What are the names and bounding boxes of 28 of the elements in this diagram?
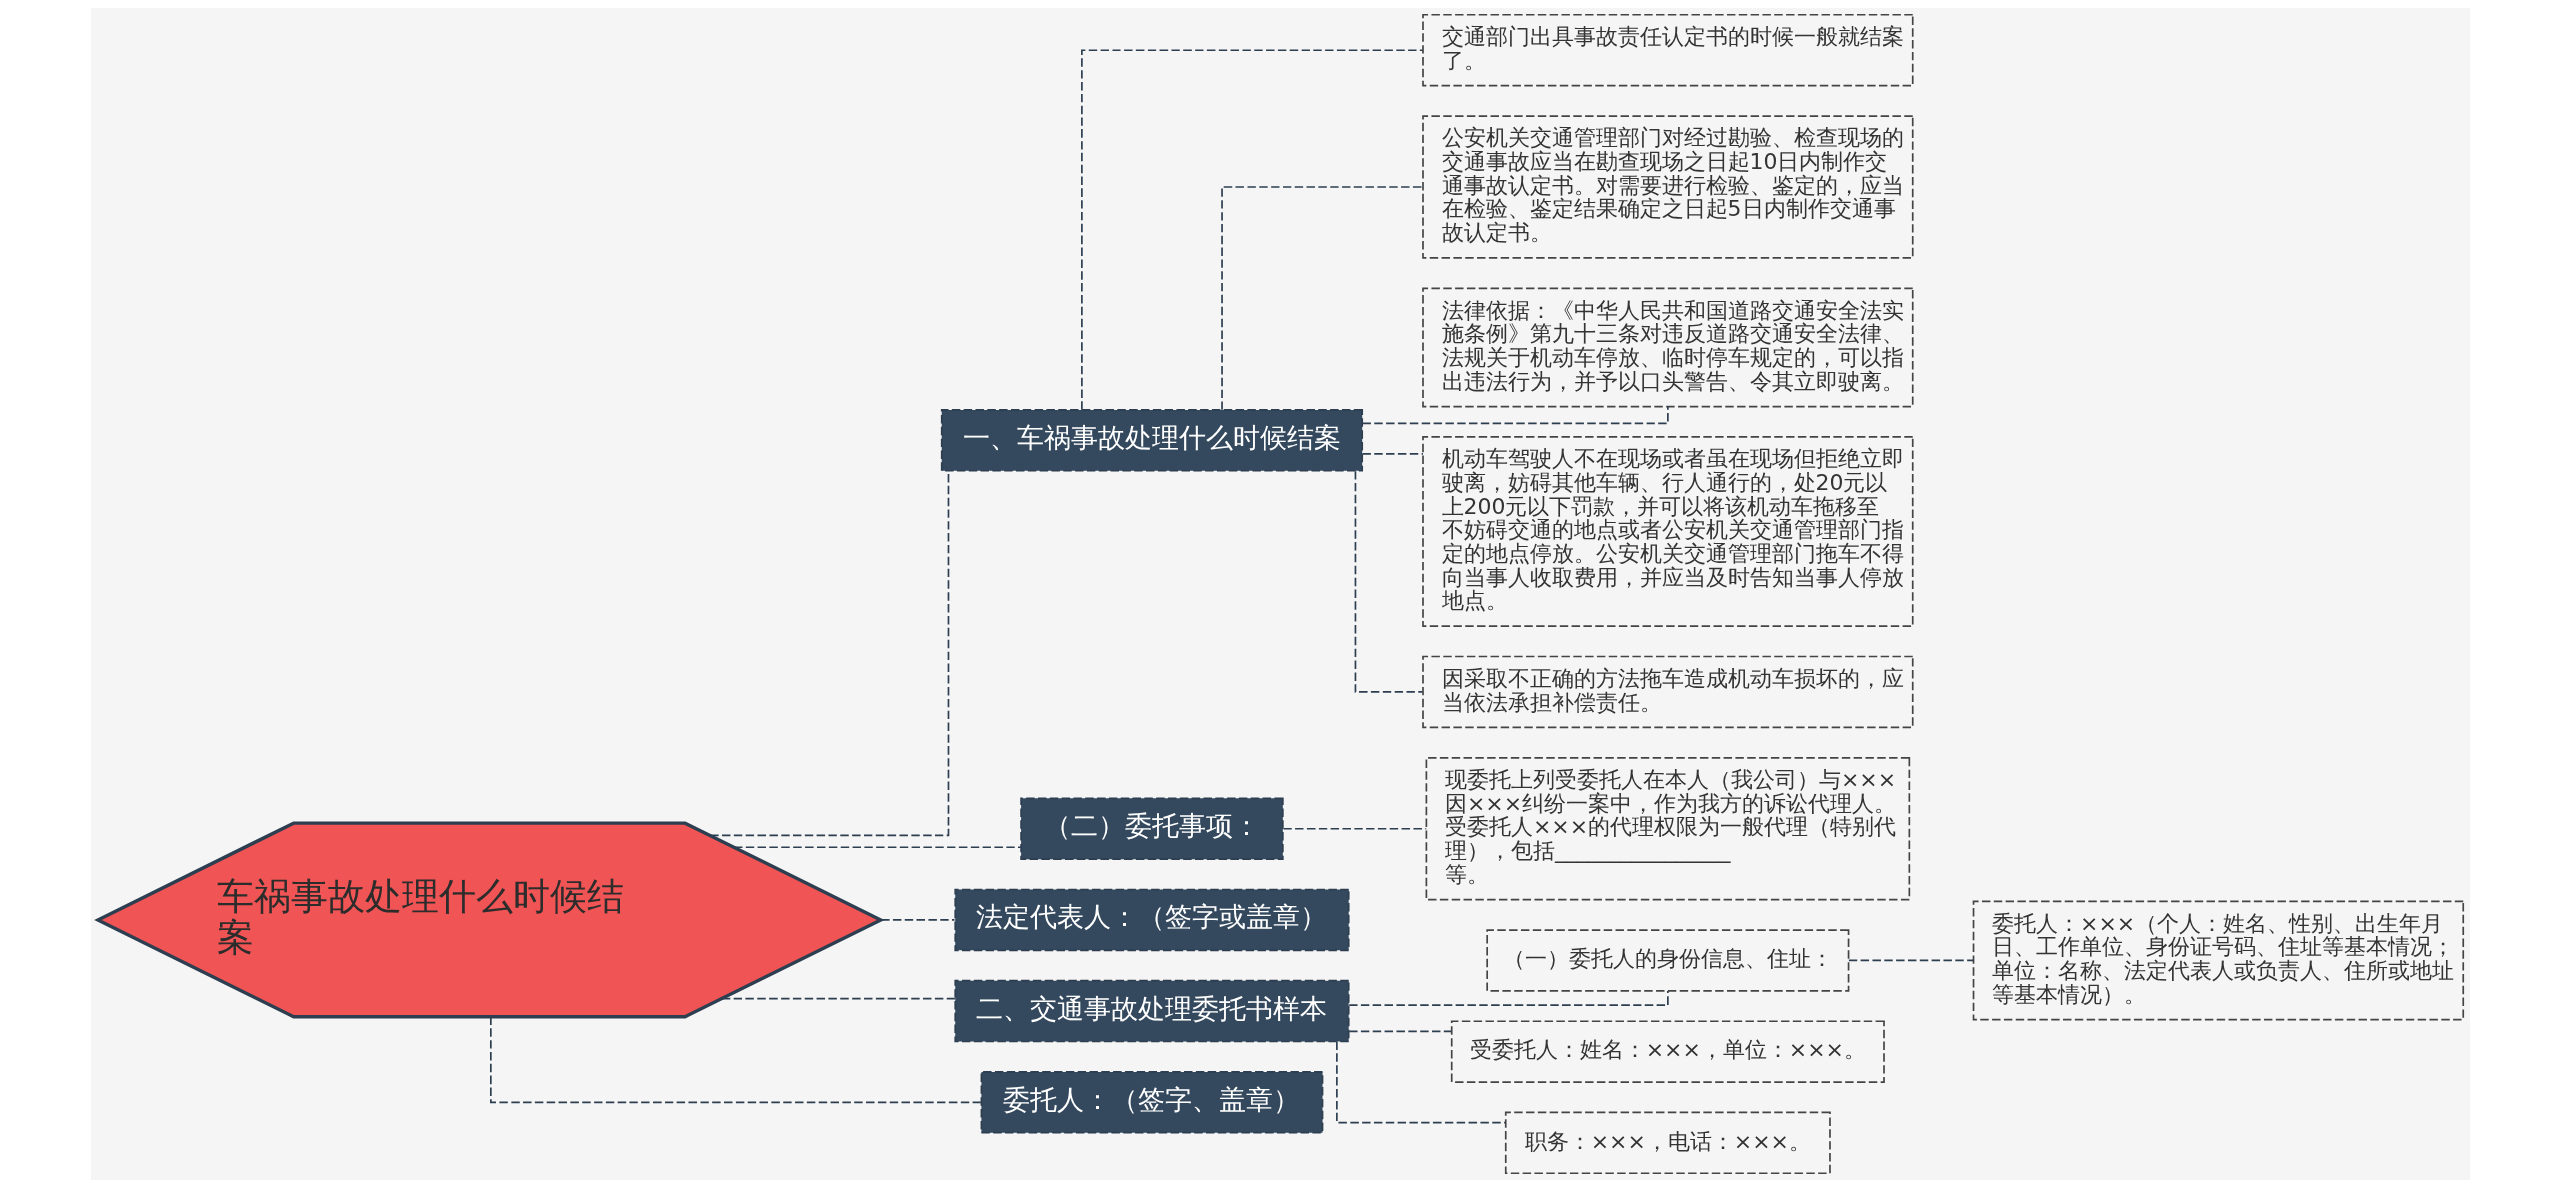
node-box: 法律依据：《中华人民共和国道路交通安全法实施条例》第九十三条对违反道路交通安全法律、法规关于机动车停放、临时停车规定的，可以指出违法行为，并予以口头警告、令其立即驶离。 <box>1421 287 1914 408</box>
node-box: 机动车驾驶人不在现场或者虽在现场但拒绝立即驶离，妨碍其他车辆、行人通行的，处20元以上200元以下罚款，并可以将该机动车拖移至不妨碍交通的地点或者公安机关交通管理部门指定的地点停放。公安机关交通管理部门拖车不得向当事人收取费用，并应当及时告知当事人停放地点。 <box>1421 436 1914 627</box>
connector <box>1282 827 1427 830</box>
connector <box>1080 49 1424 411</box>
node-box: 交通部门出具事故责任认定书的时候一般就结案了。 <box>1421 13 1914 87</box>
connector <box>879 919 955 921</box>
connector <box>1354 470 1423 693</box>
connector <box>489 1015 982 1104</box>
node-box: 二、交通事故处理委托书样本 <box>953 979 1350 1043</box>
node-box: （二）委托事项： <box>1019 797 1284 860</box>
connector <box>732 846 1022 849</box>
node-box: （一）委托人的身份信息、住址： <box>1485 929 1849 992</box>
connector <box>1220 186 1424 411</box>
node-box: 法定代表人：（签字或盖章） <box>953 888 1350 952</box>
node-box: 现委托上列受委托人在本人（我公司）与×××因×××纠纷一案中，作为我方的诉讼代理人。受委托人×××的代理权限为一般代理（特别代理），包括________________等。 <box>1425 756 1910 901</box>
connector <box>1847 959 1974 962</box>
node-box: 受委托人：姓名：×××，单位：×××。 <box>1450 1020 1885 1083</box>
connector <box>1335 1040 1506 1124</box>
node-box: 因采取不正确的方法拖车造成机动车损坏的，应当依法承担补偿责任。 <box>1421 655 1914 729</box>
connector <box>720 997 956 1000</box>
node-box: 委托人：（签字、盖章） <box>980 1071 1323 1134</box>
connector <box>1347 1030 1452 1033</box>
connector <box>1361 453 1424 455</box>
connector <box>1347 990 1669 1007</box>
node-box: 委托人：×××（个人：姓名、性别、出生年月日、工作单位、身份证号码、住址等基本情况；单位：名称、法定代表人或负责人、住所或地址等基本情况）。 <box>1972 900 2464 1021</box>
node-box: 职务：×××，电话：×××。 <box>1504 1111 1831 1175</box>
node-box: 公安机关交通管理部门对经过勘验、检查现场的交通事故应当在勘查现场之日起10日内制作交通事故认定书。对需要进行检验、鉴定的，应当在检验、鉴定结果确定之日起5日内制作交通事故认定书。 <box>1421 115 1914 259</box>
node-box: 一、车祸事故处理什么时候结案 <box>940 409 1363 472</box>
